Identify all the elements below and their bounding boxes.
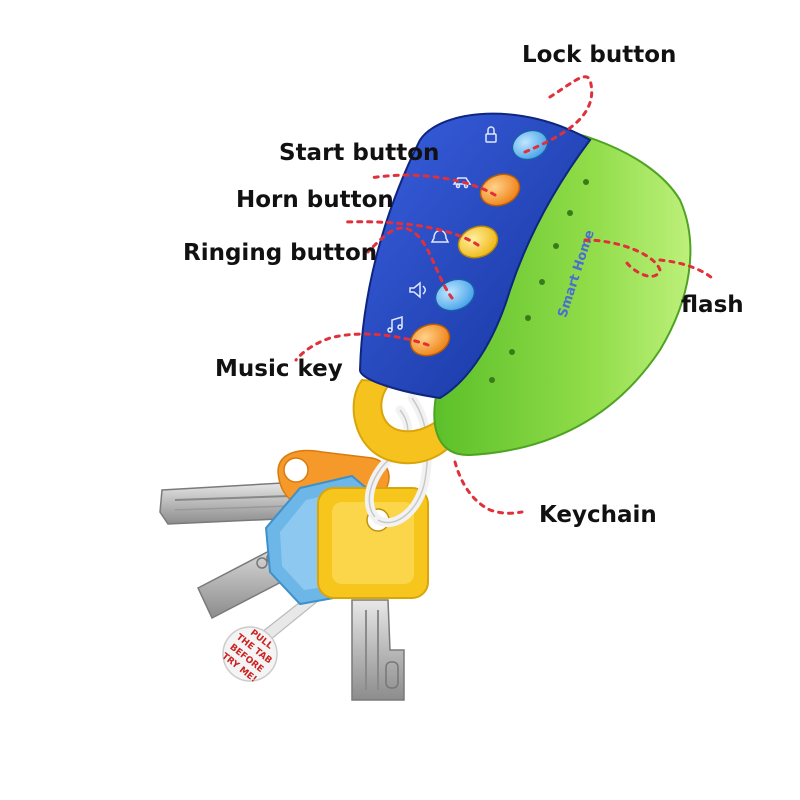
- metal-key-left: [159, 481, 301, 525]
- start-button-label: Start button: [279, 140, 440, 166]
- music-key-label: Music key: [215, 356, 343, 382]
- lock-button[interactable]: [508, 126, 551, 165]
- leader-start: [368, 173, 497, 197]
- metal-key-bottom: [351, 599, 405, 701]
- leader-keychain: [453, 460, 524, 515]
- start-button[interactable]: [476, 169, 524, 211]
- leader-music: [294, 332, 430, 362]
- leader-horn: [343, 220, 480, 247]
- keychain-label: Keychain: [539, 502, 657, 528]
- speaker-icon: [409, 281, 426, 299]
- leader-flash: [583, 238, 714, 280]
- music-button[interactable]: [406, 319, 454, 361]
- music-note-icon: [387, 315, 403, 333]
- horn-button[interactable]: [454, 221, 502, 263]
- lock-icon: [485, 126, 497, 143]
- horn-button-label: Horn button: [236, 187, 394, 213]
- lock-button-label: Lock button: [522, 42, 677, 68]
- bell-icon: [430, 229, 450, 243]
- ringing-button-label: Ringing button: [183, 240, 378, 266]
- leader-lock: [523, 75, 594, 154]
- flash-light-dots: [489, 179, 589, 383]
- leader-ringing: [366, 226, 454, 300]
- flash-label: flash: [681, 292, 744, 318]
